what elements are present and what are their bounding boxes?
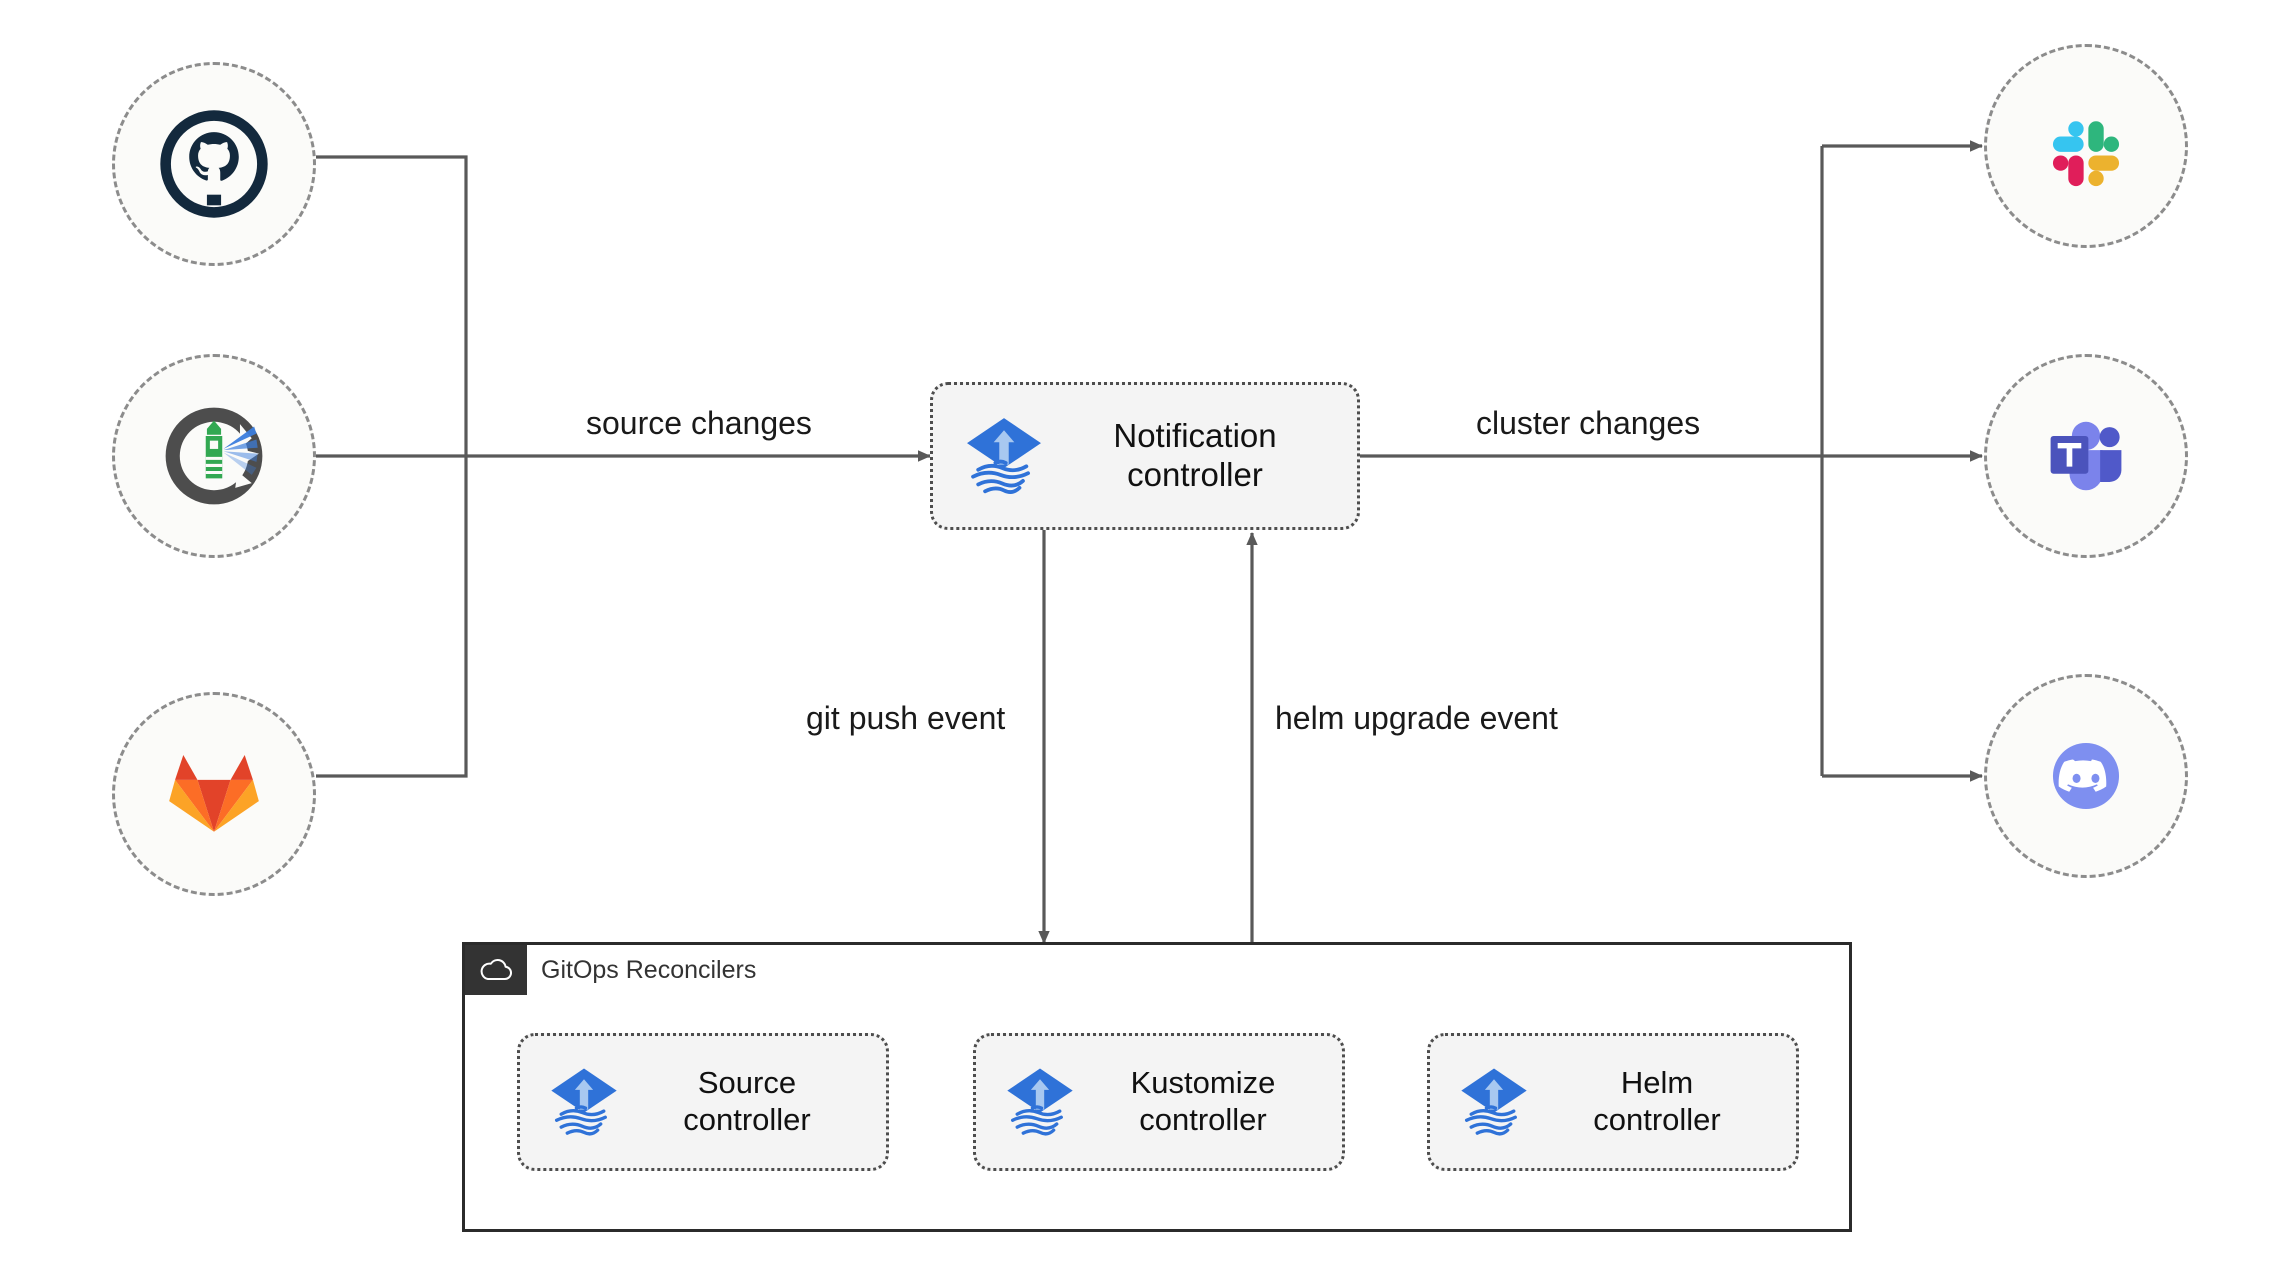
gitops-group-tab [465,945,527,995]
slack-icon [2052,121,2120,187]
source-node-flux[interactable] [112,354,316,558]
source-node-gitlab[interactable] [112,692,316,896]
flux-lighthouse-icon [165,407,263,505]
edge-gitlab-to-bus [316,456,468,778]
target-node-slack[interactable] [1984,44,2188,248]
notification-controller-label: Notification controller [1113,417,1277,493]
flux-controller-icon [967,418,1041,494]
kustomize-controller-label: Kustomize controller [1130,1065,1276,1137]
edge-label-cluster-changes: cluster changes [1476,405,1701,441]
gitops-group-title: GitOps Reconcilers [541,956,757,984]
source-controller-node[interactable]: Source controller [517,1033,889,1171]
target-node-teams[interactable] [1984,354,2188,558]
kustomize-controller-node[interactable]: Kustomize controller [973,1033,1345,1171]
edge-label-helm-upgrade-event: helm upgrade event [1275,700,1558,736]
notification-controller-node[interactable]: Notification controller [930,382,1360,530]
microsoft-teams-icon [2050,421,2122,491]
edge-github-to-bus [316,155,468,456]
gitlab-icon [169,755,259,832]
flux-controller-icon [551,1068,617,1136]
target-node-discord[interactable] [1984,674,2188,878]
gitops-reconcilers-group: GitOps Reconcilers Source controller [462,942,1852,1232]
edge-label-git-push-event: git push event [806,700,1006,736]
helm-controller-label: Helm controller [1593,1065,1721,1137]
cloud-icon [480,958,512,981]
edge-label-source-changes: source changes [586,405,812,441]
source-node-github[interactable] [112,62,316,266]
helm-controller-node[interactable]: Helm controller [1427,1033,1799,1171]
flux-controller-icon [1007,1068,1073,1136]
discord-icon [2052,742,2120,810]
github-icon [160,110,268,218]
flux-controller-icon [1461,1068,1527,1136]
source-controller-label: Source controller [683,1065,811,1137]
